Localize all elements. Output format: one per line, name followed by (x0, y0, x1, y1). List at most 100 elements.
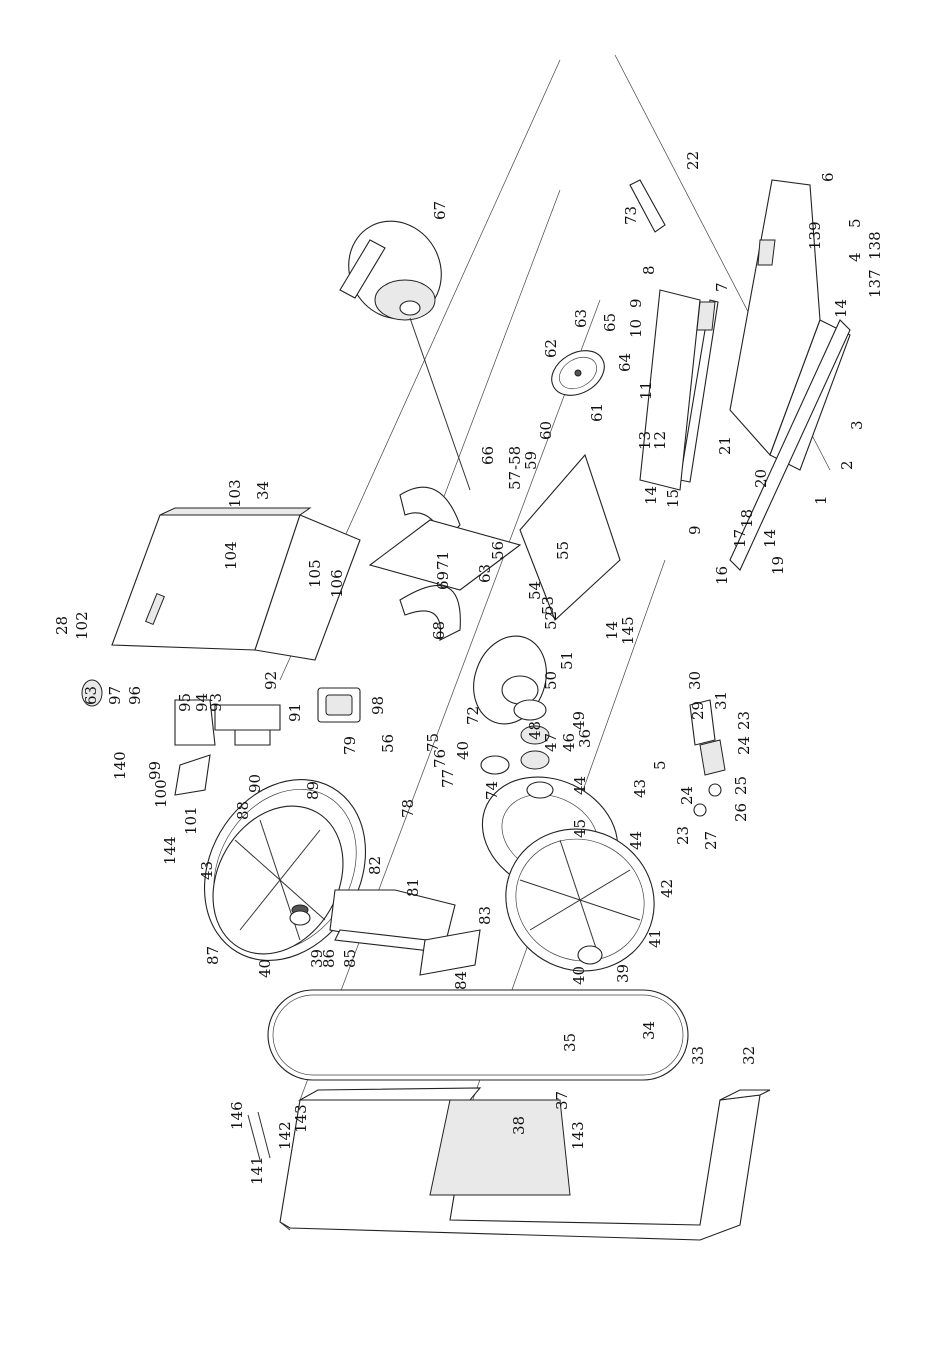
label-100: 100 (152, 779, 170, 808)
label-67: 67 (431, 201, 449, 220)
label-40b: 40 (570, 966, 588, 985)
label-71: 71 (434, 551, 452, 570)
label-49: 49 (570, 711, 588, 730)
label-44b: 44 (627, 831, 645, 850)
label-104: 104 (222, 541, 240, 570)
label-51: 51 (558, 651, 576, 670)
label-138: 138 (866, 231, 884, 260)
label-69: 69 (434, 571, 452, 590)
label-5b: 5 (651, 760, 669, 770)
top-bracket (629, 179, 666, 233)
label-97: 97 (106, 686, 124, 705)
label-39b: 39 (614, 964, 632, 983)
label-18: 18 (738, 509, 756, 528)
label-95: 95 (176, 693, 194, 712)
label-76: 76 (431, 749, 449, 768)
label-81: 81 (404, 878, 422, 897)
label-77: 77 (439, 769, 457, 788)
label-31: 31 (712, 691, 730, 710)
label-96: 96 (126, 686, 144, 705)
label-61: 61 (588, 403, 606, 422)
label-63c: 63 (82, 686, 100, 705)
label-10: 10 (627, 319, 645, 338)
label-89: 89 (304, 781, 322, 800)
label-19: 19 (769, 556, 787, 575)
label-13: 13 (636, 431, 654, 450)
label-73: 73 (622, 206, 640, 225)
label-35: 35 (561, 1033, 579, 1052)
label-17: 17 (731, 529, 749, 548)
label-92: 92 (262, 671, 280, 690)
label-90: 90 (246, 774, 264, 793)
label-141: 141 (248, 1156, 266, 1185)
label-9b: 9 (686, 525, 704, 535)
label-63b: 63 (476, 564, 494, 583)
label-58: -58 (506, 446, 524, 470)
label-57: 57 (506, 471, 524, 490)
label-39: 39 (308, 949, 326, 968)
label-30: 30 (686, 671, 704, 690)
guide-assembly (81, 679, 481, 976)
label-74: 74 (483, 781, 501, 800)
label-94: 94 (193, 693, 211, 712)
label-85: 85 (341, 949, 359, 968)
handwheel (551, 350, 605, 396)
label-41: 41 (646, 929, 664, 948)
label-145: 145 (619, 616, 637, 645)
label-24: 24 (735, 736, 753, 755)
label-6: 6 (819, 172, 837, 182)
label-52: 52 (542, 611, 560, 630)
label-25: 25 (732, 776, 750, 795)
lower-wheel (481, 776, 655, 972)
lower-cabinet (279, 1087, 771, 1241)
label-2: 2 (838, 460, 856, 470)
label-83: 83 (476, 906, 494, 925)
label-7: 7 (713, 282, 731, 292)
label-1: 1 (812, 495, 830, 505)
label-87: 87 (204, 946, 222, 965)
label-20: 20 (752, 469, 770, 488)
label-142: 142 (276, 1121, 294, 1150)
label-102: 102 (73, 611, 91, 640)
label-59: 59 (522, 451, 540, 470)
label-48: 48 (526, 721, 544, 740)
frame-column (111, 507, 361, 661)
label-86: 86 (320, 949, 338, 968)
label-15: 15 (664, 489, 682, 508)
label-101: 101 (182, 806, 200, 835)
label-72: 72 (464, 706, 482, 725)
label-66: 66 (479, 446, 497, 465)
label-47: 47 (542, 733, 560, 752)
motor (339, 220, 471, 491)
cover-plate (247, 1111, 271, 1161)
label-60: 60 (537, 421, 555, 440)
label-84: 84 (452, 971, 470, 990)
work-table (639, 179, 851, 571)
label-53: 53 (539, 596, 557, 615)
label-3: 3 (848, 420, 866, 430)
blade-guide-bracket (689, 699, 726, 817)
label-62: 62 (542, 339, 560, 358)
label-26: 26 (732, 803, 750, 822)
label-68: 68 (430, 621, 448, 640)
label-23b: 23 (674, 826, 692, 845)
label-37: 37 (553, 1091, 571, 1110)
label-40c: 40 (454, 741, 472, 760)
label-40: 40 (256, 959, 274, 978)
label-98: 98 (369, 696, 387, 715)
label-43: 43 (631, 779, 649, 798)
label-8: 8 (640, 265, 658, 275)
label-29: 29 (689, 701, 707, 720)
label-54: 54 (526, 581, 544, 600)
label-82: 82 (366, 856, 384, 875)
label-137: 137 (866, 269, 884, 298)
label-44: 44 (571, 776, 589, 795)
label-91: 91 (286, 703, 304, 722)
label-46: 46 (560, 733, 578, 752)
label-38: 38 (510, 1116, 528, 1135)
label-65: 65 (601, 313, 619, 332)
label-146: 146 (228, 1101, 246, 1130)
label-75: 75 (424, 733, 442, 752)
label-139: 139 (806, 221, 824, 250)
label-99: 99 (146, 761, 164, 780)
